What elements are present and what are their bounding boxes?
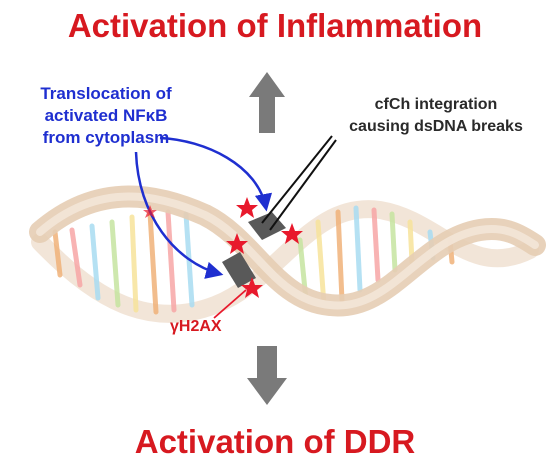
label-nfkb-translocation: Translocation of activated NFκB from cyt… <box>6 83 206 149</box>
star-icon <box>226 233 248 254</box>
star-icon <box>236 197 258 218</box>
cfch-fragment-upper <box>248 212 286 240</box>
label-cfch-line-2: causing dsDNA breaks <box>349 118 523 135</box>
star-icon <box>281 223 303 244</box>
cfch-leader-2 <box>269 139 337 231</box>
damage-stars <box>143 197 303 298</box>
star-icon <box>143 205 157 218</box>
star-icon <box>241 277 263 298</box>
arrow-down-icon <box>247 346 287 405</box>
label-gamma-h2ax: γH2AX <box>170 318 222 335</box>
title-activation-ddr: Activation of DDR <box>134 423 416 460</box>
nfkb-arrow-lower <box>134 151 224 279</box>
nfkb-arrow-upper <box>159 136 273 212</box>
h2ax-leader <box>213 289 247 319</box>
label-nfkb-line-1: Translocation of <box>40 84 172 103</box>
cfch-leader-1 <box>261 135 333 224</box>
title-activation-inflammation: Activation of Inflammation <box>67 7 483 44</box>
label-nfkb-line-2: activated NFκB <box>44 106 168 125</box>
arrow-up-icon <box>249 72 285 133</box>
label-cfch-integration: cfCh integration causing dsDNA breaks <box>326 94 546 138</box>
label-nfkb-line-3: from cytoplasm <box>42 128 170 147</box>
label-cfch-line-1: cfCh integration <box>374 96 498 113</box>
cfch-fragment-lower <box>222 252 256 288</box>
